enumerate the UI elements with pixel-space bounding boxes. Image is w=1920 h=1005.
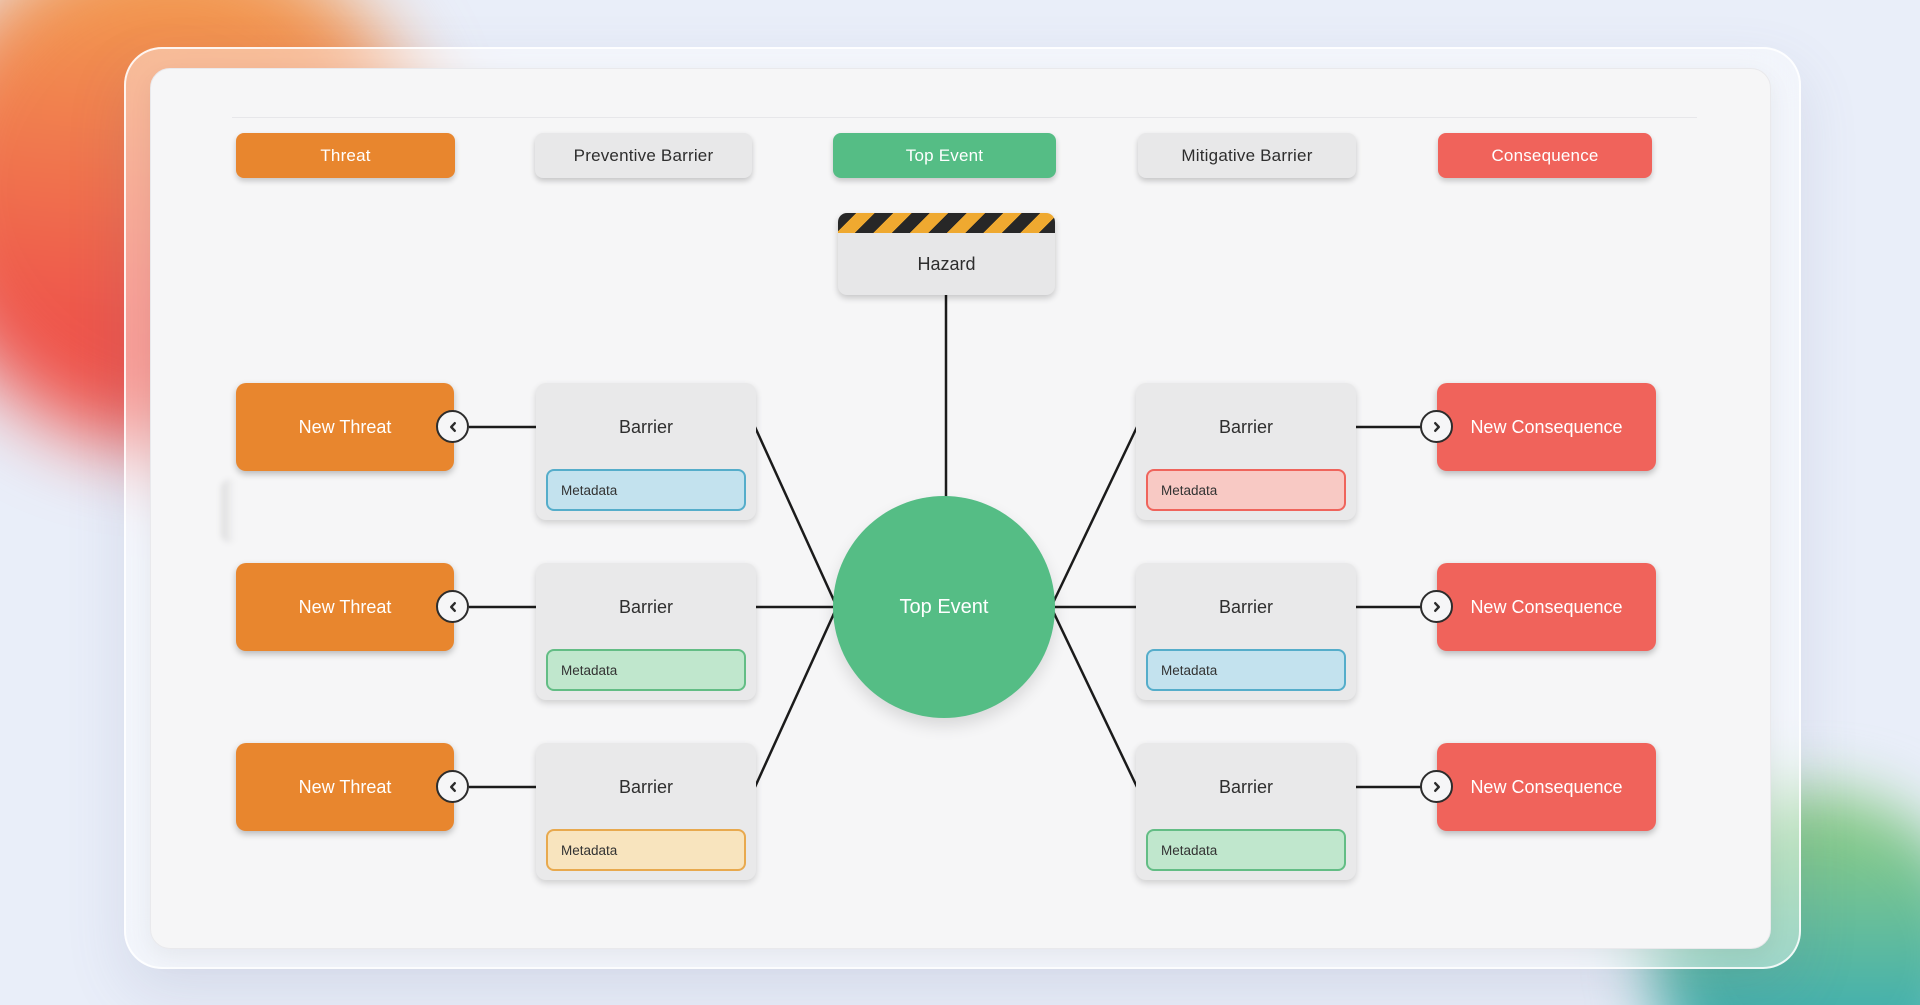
hazard-stripe-band (838, 213, 1055, 233)
canvas-edge-shadow (221, 479, 239, 543)
consequence-node-1[interactable]: New Consequence (1437, 383, 1656, 471)
metadata-label: Metadata (561, 842, 618, 858)
mitigative-barrier-node-3[interactable]: Barrier Metadata (1136, 743, 1356, 880)
metadata-label: Metadata (1161, 662, 1218, 678)
preventive-barrier-2-metadata-chip[interactable]: Metadata (546, 649, 746, 691)
mitigative-barrier-3-label: Barrier (1218, 776, 1273, 797)
chevron-right-icon (1433, 781, 1440, 792)
legend-threat-label: Threat (320, 145, 371, 165)
legend-mitigative-barrier-label: Mitigative Barrier (1181, 145, 1313, 165)
metadata-label: Metadata (561, 662, 618, 678)
hazard-node[interactable]: Hazard (838, 213, 1055, 295)
threat-node-2[interactable]: New Threat (236, 563, 454, 651)
consequence-3-label: New Consequence (1470, 776, 1623, 797)
mitigative-barrier-3-metadata-chip[interactable]: Metadata (1146, 829, 1346, 871)
legend-mitigative-barrier-button[interactable]: Mitigative Barrier (1138, 133, 1356, 178)
consequence-2-label: New Consequence (1470, 596, 1623, 617)
threat-node-3[interactable]: New Threat (236, 743, 454, 831)
preventive-barrier-3-label: Barrier (618, 776, 673, 797)
legend-consequence-label: Consequence (1491, 145, 1599, 165)
legend-top-event-button[interactable]: Top Event (833, 133, 1056, 178)
canvas-top-divider (232, 117, 1697, 118)
consequence-node-3[interactable]: New Consequence (1437, 743, 1656, 831)
legend-top-event-label: Top Event (905, 145, 984, 165)
preventive-barrier-2-label: Barrier (618, 596, 673, 617)
mitigative-barrier-1-label: Barrier (1218, 416, 1273, 437)
mitigative-barrier-node-2[interactable]: Barrier Metadata (1136, 563, 1356, 700)
preventive-barrier-3-metadata-chip[interactable]: Metadata (546, 829, 746, 871)
threat-3-label: New Threat (298, 776, 392, 797)
consequence-1-expand-button[interactable] (1420, 410, 1453, 443)
threat-2-collapse-button[interactable] (436, 590, 469, 623)
preventive-barrier-node-1[interactable]: Barrier Metadata (536, 383, 756, 520)
legend-threat-button[interactable]: Threat (236, 133, 455, 178)
preventive-barrier-node-2[interactable]: Barrier Metadata (536, 563, 756, 700)
mitigative-barrier-node-1[interactable]: Barrier Metadata (1136, 383, 1356, 520)
metadata-label: Metadata (561, 482, 618, 498)
preventive-barrier-1-metadata-chip[interactable]: Metadata (546, 469, 746, 511)
mitigative-barrier-2-metadata-chip[interactable]: Metadata (1146, 649, 1346, 691)
metadata-label: Metadata (1161, 842, 1218, 858)
consequence-node-2[interactable]: New Consequence (1437, 563, 1656, 651)
top-event-node[interactable]: Top Event (833, 496, 1055, 718)
legend-preventive-barrier-button[interactable]: Preventive Barrier (535, 133, 752, 178)
consequence-1-label: New Consequence (1470, 416, 1623, 437)
threat-1-label: New Threat (298, 416, 392, 437)
threat-2-label: New Threat (298, 596, 392, 617)
threat-node-1[interactable]: New Threat (236, 383, 454, 471)
preventive-barrier-1-label: Barrier (618, 416, 673, 437)
consequence-2-expand-button[interactable] (1420, 590, 1453, 623)
chevron-left-icon (449, 781, 456, 792)
chevron-right-icon (1433, 421, 1440, 432)
metadata-label: Metadata (1161, 482, 1218, 498)
mitigative-barrier-1-metadata-chip[interactable]: Metadata (1146, 469, 1346, 511)
chevron-right-icon (1433, 601, 1440, 612)
chevron-left-icon (449, 421, 456, 432)
top-event-label: Top Event (899, 595, 989, 618)
hazard-label: Hazard (917, 253, 976, 274)
chevron-left-icon (449, 601, 456, 612)
legend-preventive-barrier-label: Preventive Barrier (573, 145, 714, 165)
threat-3-collapse-button[interactable] (436, 770, 469, 803)
threat-1-collapse-button[interactable] (436, 410, 469, 443)
preventive-barrier-node-3[interactable]: Barrier Metadata (536, 743, 756, 880)
mitigative-barrier-2-label: Barrier (1218, 596, 1273, 617)
consequence-3-expand-button[interactable] (1420, 770, 1453, 803)
legend-consequence-button[interactable]: Consequence (1438, 133, 1652, 178)
